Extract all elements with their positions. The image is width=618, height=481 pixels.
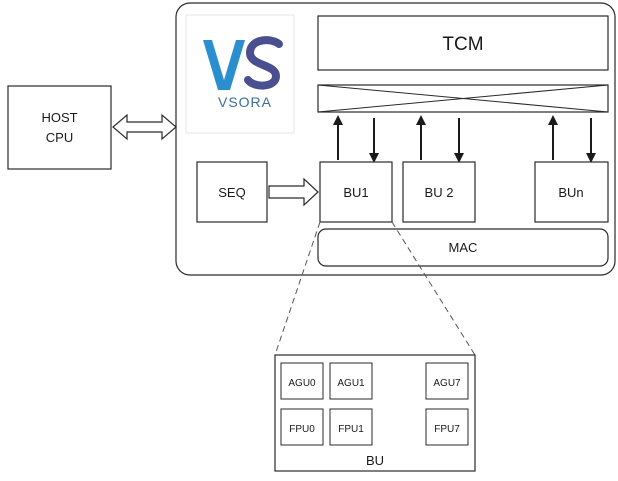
agu1-box [329, 362, 373, 400]
mac-box [317, 228, 609, 267]
zoom-line-right [391, 221, 476, 356]
crossbar [317, 84, 609, 113]
fpu7-label: FPU7 [434, 424, 460, 435]
seq-box [196, 161, 268, 223]
host-chip-bidirectional-arrow [112, 113, 177, 141]
fpu1-box [329, 408, 373, 446]
fpu7-box [425, 408, 469, 446]
bu-crossbar-arrows [333, 115, 596, 163]
bu2-box [402, 161, 476, 223]
bu1-label: BU1 [343, 185, 368, 200]
logo-v-mark [203, 40, 245, 90]
agu0-label: AGU0 [288, 378, 316, 389]
fpu0-label: FPU0 [289, 424, 315, 435]
fpu1-label: FPU1 [338, 424, 364, 435]
logo-wordmark: VSORA [218, 94, 272, 110]
logo-s-mark [244, 36, 283, 90]
host-label-line1: HOST [41, 110, 77, 125]
bu-detail-title: BU [366, 453, 384, 468]
host-cpu-box [7, 85, 112, 170]
seq-label: SEQ [218, 185, 245, 200]
agu1-label: AGU1 [337, 378, 365, 389]
tcm-box [317, 15, 609, 71]
bu2-label: BU 2 [425, 185, 454, 200]
agu7-label: AGU7 [433, 378, 461, 389]
agu0-box [280, 362, 324, 400]
mac-label: MAC [449, 240, 478, 255]
bun-label: BUn [558, 185, 583, 200]
agu7-box [425, 362, 469, 400]
tcm-label: TCM [442, 34, 483, 55]
bun-box [534, 161, 609, 223]
seq-to-bu1-arrow [268, 177, 319, 207]
bu1-box [319, 161, 393, 223]
zoom-line-left [274, 221, 321, 356]
fpu0-box [280, 408, 324, 446]
host-label-line2: CPU [46, 130, 73, 145]
vsora-logo: VSORA [185, 14, 295, 134]
